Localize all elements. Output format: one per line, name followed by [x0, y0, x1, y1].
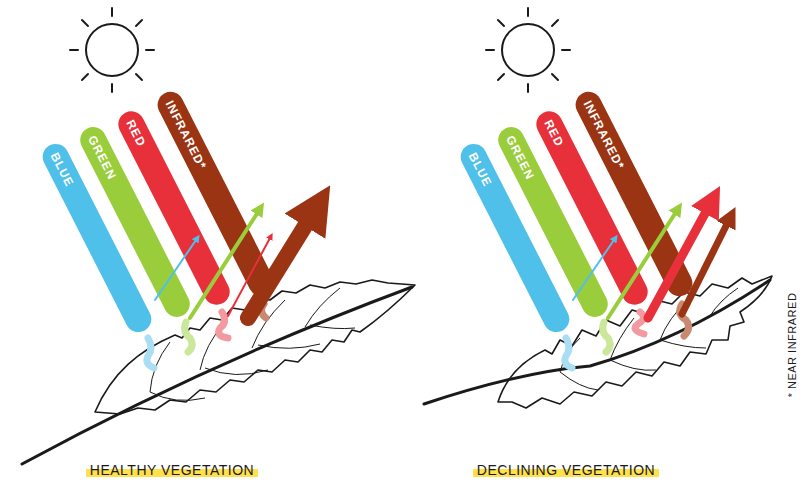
reflection-arrow: [573, 240, 614, 300]
absorbed-light: [147, 304, 266, 368]
band-label: INFRARED*: [163, 98, 210, 172]
reflection-arrow: [648, 208, 708, 318]
sun-symbol: [70, 8, 154, 92]
absorbed-light: [565, 304, 689, 368]
footnote: * NEAR INFRARED: [786, 289, 798, 402]
reflection-arrow: [190, 212, 258, 318]
reflection-arrow: [608, 212, 676, 318]
band-label: RED: [123, 118, 148, 150]
band-label: GREEN: [503, 133, 537, 182]
reflection-arrows: [155, 208, 728, 318]
reflection-arrow: [155, 240, 196, 300]
panel-caption: DECLINING VEGETATION: [473, 462, 659, 478]
band-label: BLUE: [48, 150, 77, 189]
healthy-leaf: [22, 280, 415, 464]
reflection-arrow: [682, 222, 728, 314]
reflection-arrow: [228, 238, 270, 316]
band-label: RED: [541, 118, 566, 150]
sun-symbol: [486, 8, 570, 92]
band-label: GREEN: [85, 133, 119, 182]
leaf-midrib: [22, 287, 412, 464]
band-label: BLUE: [466, 150, 495, 189]
band-label: INFRARED*: [581, 98, 628, 172]
reflection-arrow: [248, 218, 310, 318]
panel-caption: HEALTHY VEGETATION: [86, 462, 258, 478]
